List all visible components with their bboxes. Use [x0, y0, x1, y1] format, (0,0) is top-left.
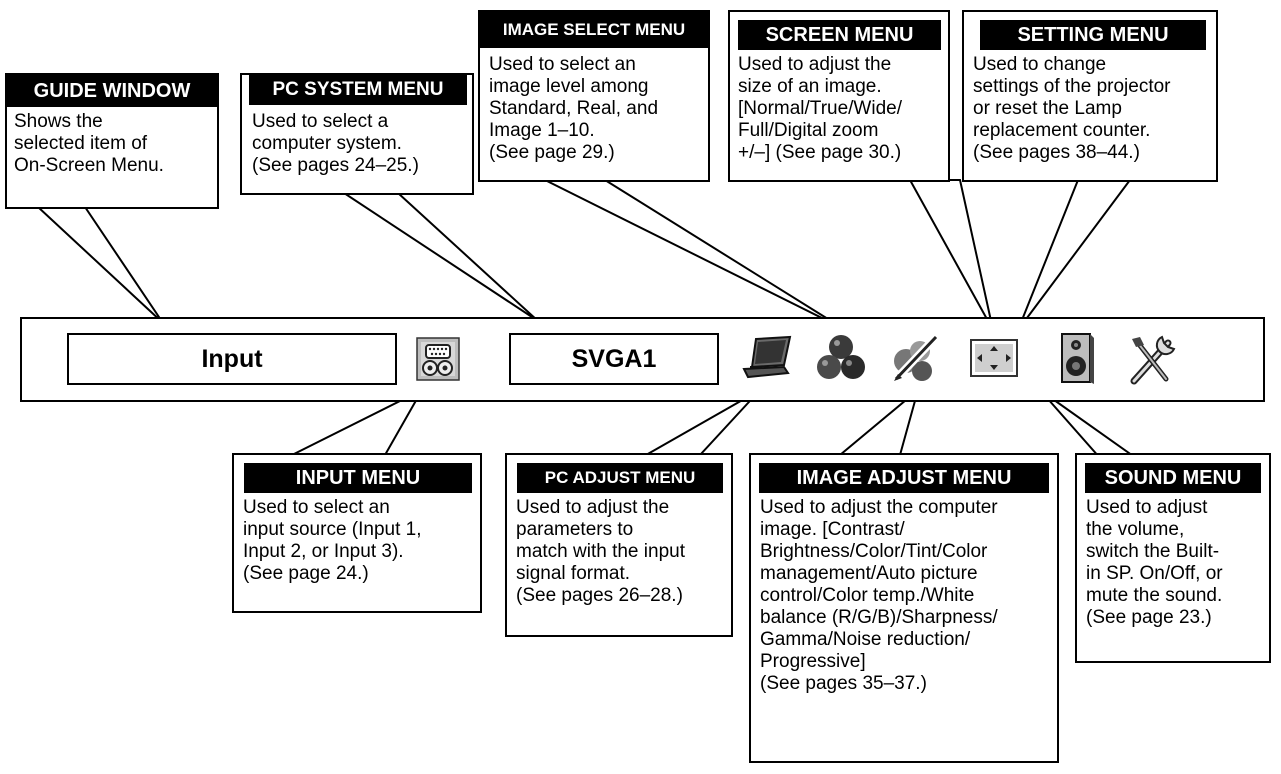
callout-text: Used to change settings of the projector…	[973, 54, 1171, 163]
guide-window-pointer	[35, 206, 164, 324]
callout-text: Used to select an image level among Stan…	[489, 54, 659, 163]
menu-bar: Input SVGA1	[20, 317, 1265, 402]
callout-title: INPUT MENU	[244, 463, 472, 493]
setting-icon[interactable]	[1126, 331, 1180, 387]
callout-title: PC SYSTEM MENU	[249, 75, 467, 105]
input-icon[interactable]	[414, 335, 462, 383]
callout-text: Used to select a computer system. (See p…	[252, 111, 419, 176]
image-select-callout: IMAGE SELECT MENU Used to select an imag…	[478, 10, 710, 182]
sound-icon[interactable]	[1054, 331, 1098, 385]
callout-title: IMAGE ADJUST MENU	[759, 463, 1049, 493]
callout-title: SETTING MENU	[980, 20, 1206, 50]
input-menu-callout: INPUT MENU Used to select an input sourc…	[232, 453, 482, 613]
screen-icon[interactable]	[968, 335, 1020, 381]
callout-title: IMAGE SELECT MENU	[480, 12, 708, 48]
pc-system-field: SVGA1	[509, 333, 719, 385]
callout-title: PC ADJUST MENU	[517, 463, 723, 493]
pc-system-pointer	[340, 192, 539, 322]
callout-text: Used to adjust the size of an image. [No…	[738, 54, 902, 163]
guide-window-field: Input	[67, 333, 397, 385]
callout-text: Used to select an input source (Input 1,…	[243, 497, 422, 584]
image-adjust-callout: IMAGE ADJUST MENU Used to adjust the com…	[749, 453, 1059, 763]
callout-text: Used to adjust the volume, switch the Bu…	[1086, 497, 1223, 628]
screen-pointer	[908, 179, 994, 331]
callout-title: SCREEN MENU	[738, 20, 941, 50]
image-select-icon[interactable]	[815, 331, 867, 385]
callout-text: Used to adjust the parameters to match w…	[516, 497, 685, 606]
screen-callout: SCREEN MENU Used to adjust the size of a…	[728, 10, 950, 182]
callout-title: SOUND MENU	[1085, 463, 1261, 493]
pc-adjust-icon[interactable]	[740, 333, 794, 383]
image-adjust-icon[interactable]	[890, 331, 942, 385]
callout-text: Shows the selected item of On-Screen Men…	[14, 111, 164, 176]
callout-title: GUIDE WINDOW	[7, 75, 217, 107]
callout-text: Used to adjust the computer image. [Cont…	[760, 497, 998, 694]
guide-window-callout: GUIDE WINDOW Shows the selected item of …	[5, 73, 219, 209]
pc-system-callout: PC SYSTEM MENU Used to select a computer…	[240, 73, 474, 195]
pc-adjust-callout: PC ADJUST MENU Used to adjust the parame…	[505, 453, 733, 637]
setting-pointer	[1017, 179, 1132, 331]
image-select-pointer	[544, 179, 845, 330]
setting-callout: SETTING MENU Used to change settings of …	[962, 10, 1218, 182]
sound-menu-callout: SOUND MENU Used to adjust the volume, sw…	[1075, 453, 1271, 663]
